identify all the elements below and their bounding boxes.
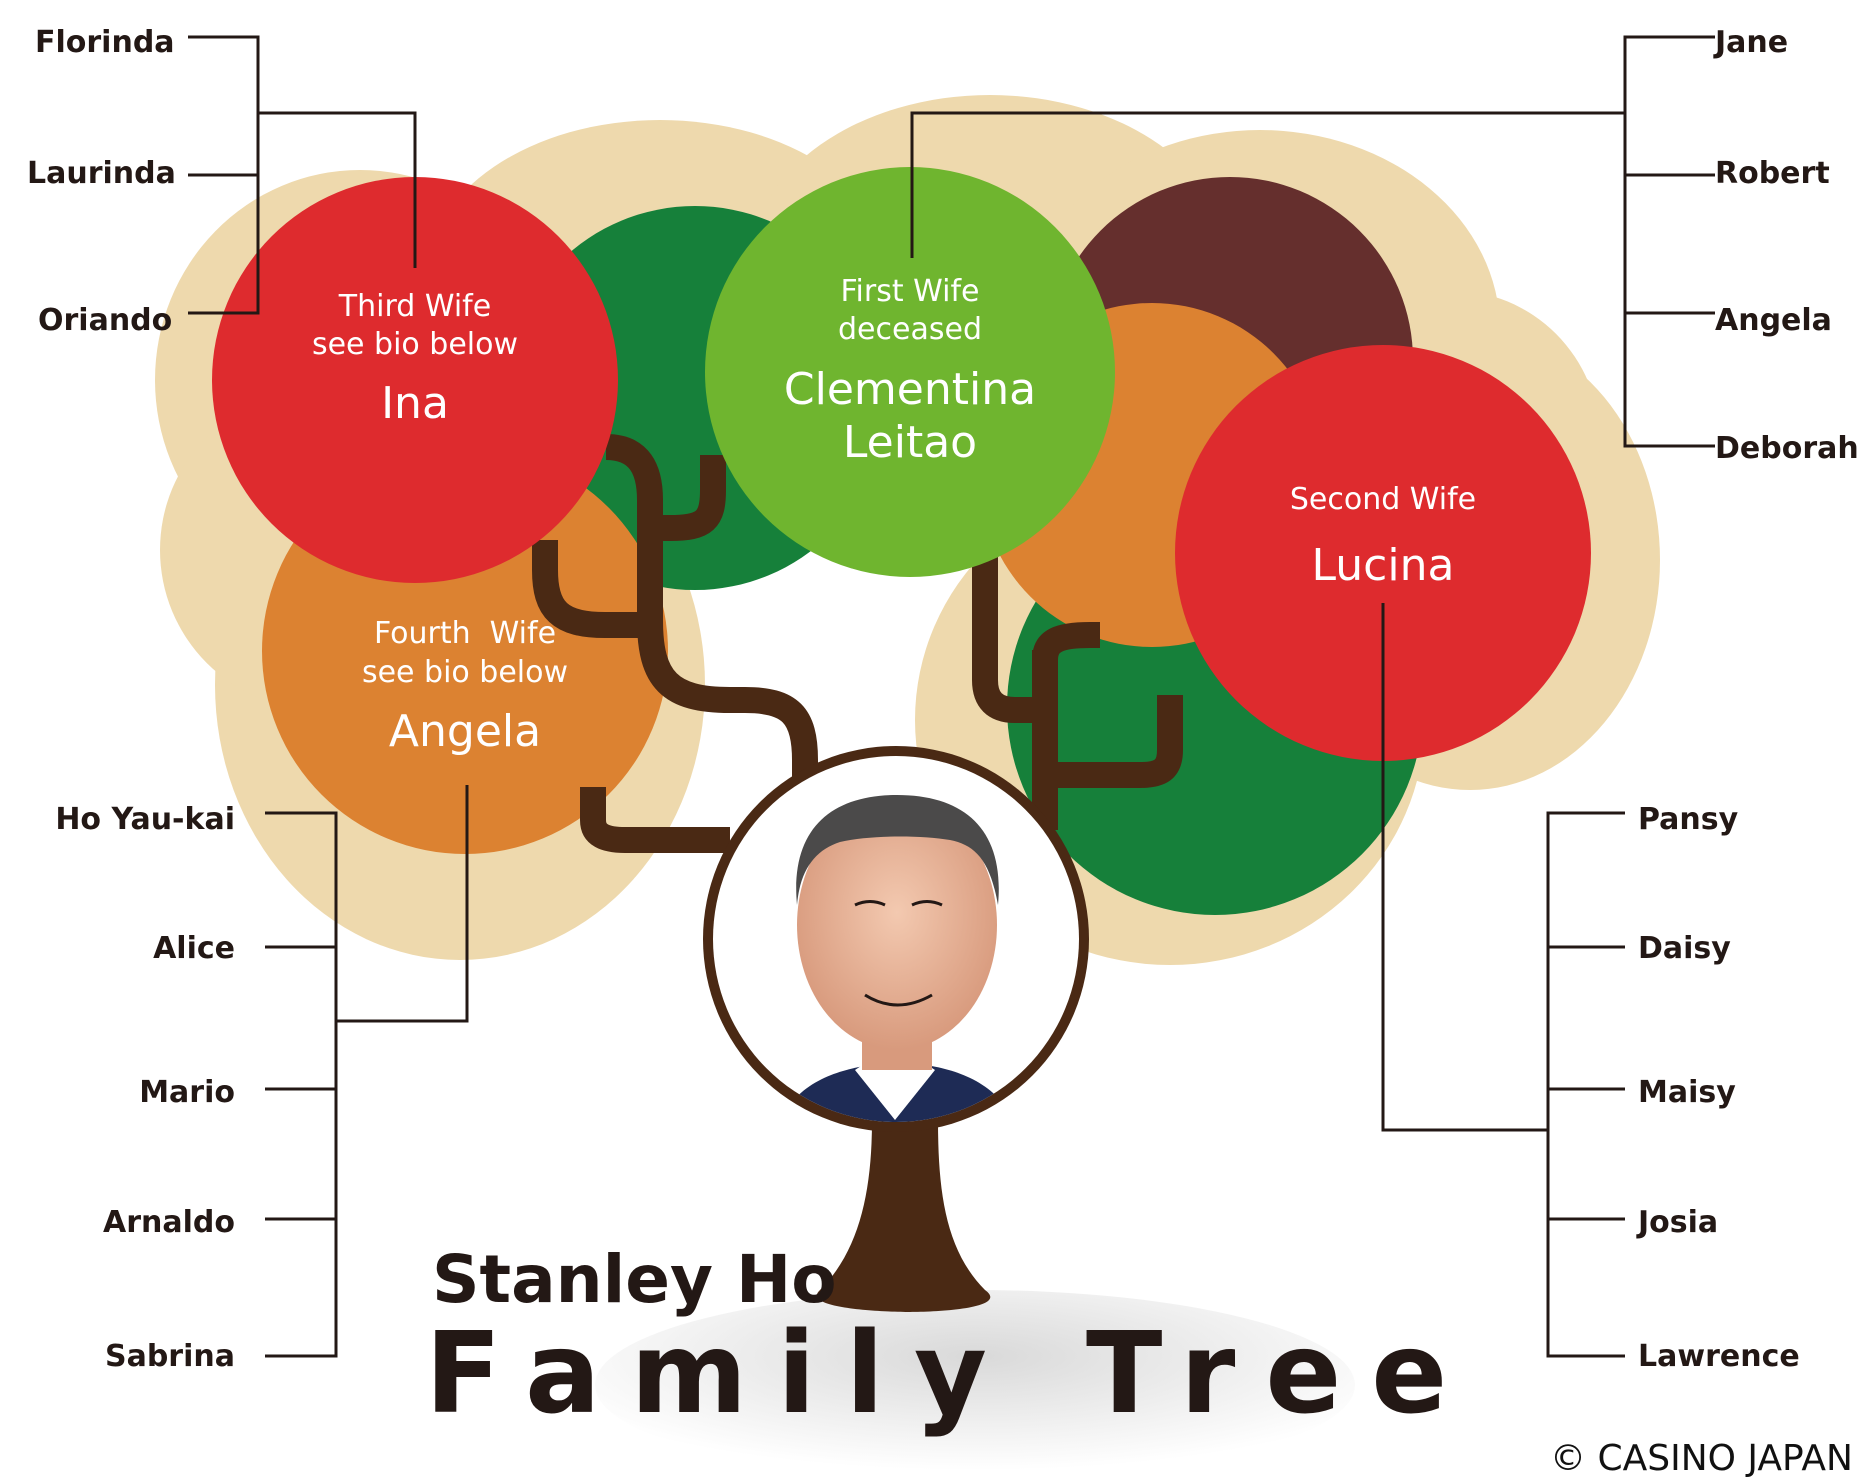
child-name: Mario bbox=[139, 1075, 235, 1110]
first-wife-name-line1: Clementina bbox=[784, 364, 1036, 415]
child-name: Laurinda bbox=[27, 156, 176, 191]
third-wife-role: Third Wife bbox=[338, 289, 491, 324]
fourth-wife-note: see bio below bbox=[362, 655, 568, 690]
second-wife-role: Second Wife bbox=[1290, 482, 1476, 517]
child-name: Deborah bbox=[1715, 431, 1859, 466]
child-name: Lawrence bbox=[1638, 1339, 1800, 1374]
child-name: Sabrina bbox=[105, 1339, 235, 1374]
first-wife-note: deceased bbox=[838, 312, 982, 347]
third-wife-name: Ina bbox=[381, 378, 449, 429]
third-wife-note: see bio below bbox=[312, 327, 518, 362]
clementina-children: Jane Robert Angela Deborah bbox=[1713, 25, 1859, 466]
second-wife-name: Lucina bbox=[1312, 540, 1455, 591]
child-name: Ho Yau-kai bbox=[55, 802, 235, 837]
title-line1: Stanley Ho bbox=[432, 1241, 837, 1318]
first-wife-role: First Wife bbox=[840, 274, 979, 309]
title-line2: Family Tree bbox=[425, 1309, 1477, 1439]
fourth-wife-name: Angela bbox=[389, 706, 541, 757]
child-name: Alice bbox=[153, 931, 235, 966]
child-name: Angela bbox=[1715, 303, 1832, 338]
lucina-children: Pansy Daisy Maisy Josia Lawrence bbox=[1636, 802, 1800, 1374]
fourth-wife-role: Fourth Wife bbox=[374, 616, 556, 651]
angela-children: Ho Yau-kai Alice Mario Arnaldo Sabrina bbox=[55, 802, 235, 1374]
child-name: Jane bbox=[1713, 25, 1788, 60]
child-name: Arnaldo bbox=[103, 1205, 235, 1240]
child-name: Maisy bbox=[1638, 1075, 1736, 1110]
first-wife-name-line2: Leitao bbox=[843, 417, 977, 468]
ina-children: Florinda Laurinda Oriando bbox=[27, 25, 176, 338]
fourth-wife-label: Fourth Wife see bio below Angela bbox=[362, 616, 568, 757]
child-name: Josia bbox=[1636, 1205, 1718, 1240]
child-name: Florinda bbox=[35, 25, 175, 60]
child-name: Daisy bbox=[1638, 931, 1731, 966]
copyright-credit: © CASINO JAPAN bbox=[1550, 1438, 1853, 1479]
child-name: Robert bbox=[1715, 156, 1830, 191]
child-name: Pansy bbox=[1638, 802, 1739, 837]
tree-trunk bbox=[817, 1120, 990, 1312]
portrait bbox=[703, 746, 1089, 1132]
child-name: Oriando bbox=[38, 303, 172, 338]
